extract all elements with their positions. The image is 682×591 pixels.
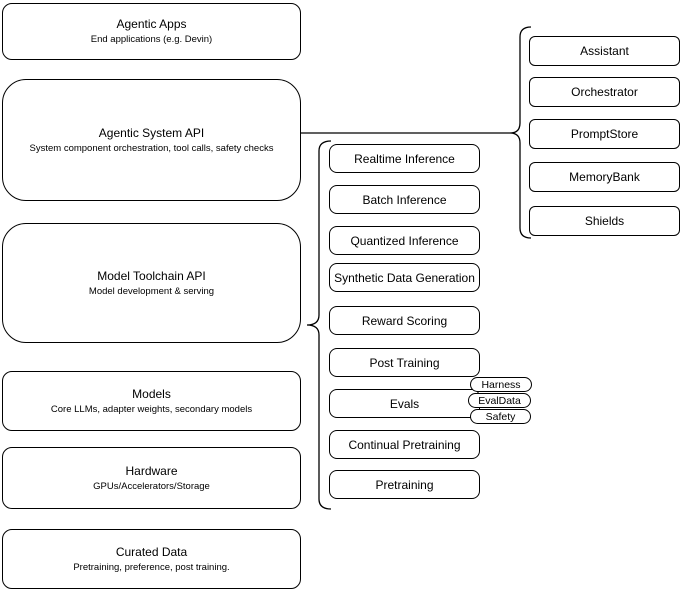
- tag-safety: Safety: [470, 409, 531, 424]
- node-model-toolchain-api: Model Toolchain API Model development & …: [2, 223, 301, 343]
- node-reward-scoring: Reward Scoring: [329, 306, 480, 335]
- node-continual-pretraining: Continual Pretraining: [329, 430, 480, 459]
- toolchain-components-brace: [306, 140, 332, 510]
- node-models: Models Core LLMs, adapter weights, secon…: [2, 371, 301, 431]
- node-agentic-apps-subtitle: End applications (e.g. Devin): [90, 34, 213, 45]
- node-curated-data-title: Curated Data: [115, 544, 188, 559]
- node-memorybank: MemoryBank: [529, 162, 680, 192]
- node-agentic-apps: Agentic Apps End applications (e.g. Devi…: [2, 3, 301, 60]
- tag-harness: Harness: [470, 377, 532, 392]
- node-quantized-inference: Quantized Inference: [329, 226, 480, 255]
- node-curated-data: Curated Data Pretraining, preference, po…: [2, 529, 301, 589]
- node-agentic-apps-title: Agentic Apps: [116, 17, 187, 31]
- node-realtime-inference: Realtime Inference: [329, 144, 480, 173]
- node-hardware-subtitle: GPUs/Accelerators/Storage: [93, 480, 210, 492]
- node-model-toolchain-api-title: Model Toolchain API: [97, 268, 206, 283]
- node-hardware: Hardware GPUs/Accelerators/Storage: [2, 447, 301, 509]
- node-synthetic-data-generation: Synthetic Data Generation: [329, 263, 480, 292]
- tag-evaldata: EvalData: [468, 393, 531, 408]
- node-model-toolchain-api-subtitle: Model development & serving: [88, 285, 215, 297]
- node-agentic-system-api: Agentic System API System component orch…: [2, 79, 301, 201]
- node-shields: Shields: [529, 206, 680, 236]
- node-curated-data-subtitle: Pretraining, preference, post training.: [73, 561, 230, 573]
- node-promptstore: PromptStore: [529, 119, 680, 149]
- node-hardware-title: Hardware: [125, 463, 178, 478]
- node-assistant: Assistant: [529, 36, 680, 66]
- node-models-subtitle: Core LLMs, adapter weights, secondary mo…: [50, 403, 253, 415]
- node-agentic-system-api-subtitle: System component orchestration, tool cal…: [29, 142, 274, 154]
- node-agentic-system-api-title: Agentic System API: [98, 125, 205, 140]
- node-evals: Evals: [329, 389, 480, 418]
- node-orchestrator: Orchestrator: [529, 77, 680, 107]
- node-post-training: Post Training: [329, 348, 480, 377]
- system-components-brace: [509, 26, 532, 239]
- node-pretraining: Pretraining: [329, 470, 480, 499]
- node-batch-inference: Batch Inference: [329, 185, 480, 214]
- node-models-title: Models: [132, 386, 171, 401]
